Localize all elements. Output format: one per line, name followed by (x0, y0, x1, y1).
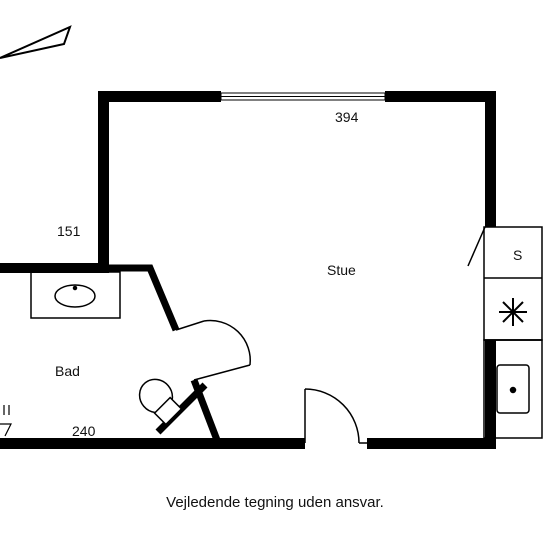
cooktop-icon (499, 298, 527, 326)
dimension-top-wall: 394 (335, 109, 359, 125)
dimension-bottom-wall: 240 (72, 423, 96, 439)
kitchen-sink-icon (496, 364, 530, 414)
room-label-bathroom: Bad (55, 363, 80, 379)
kitchen-counter (483, 226, 543, 439)
washbasin-icon (30, 271, 121, 319)
exterior-walls (0, 91, 496, 449)
dimension-left-wall: 151 (57, 223, 81, 239)
north-arrow-icon (0, 25, 72, 59)
room-label-living: Stue (327, 262, 356, 278)
bathroom-door (175, 319, 251, 381)
toilet-icon (138, 378, 183, 426)
window (220, 92, 386, 101)
stove-label: S (513, 247, 522, 263)
entrance-door (304, 388, 367, 444)
shower-icon (0, 405, 12, 437)
disclaimer-text: Vejledende tegning uden ansvar. (166, 494, 384, 511)
side-door (467, 226, 486, 267)
